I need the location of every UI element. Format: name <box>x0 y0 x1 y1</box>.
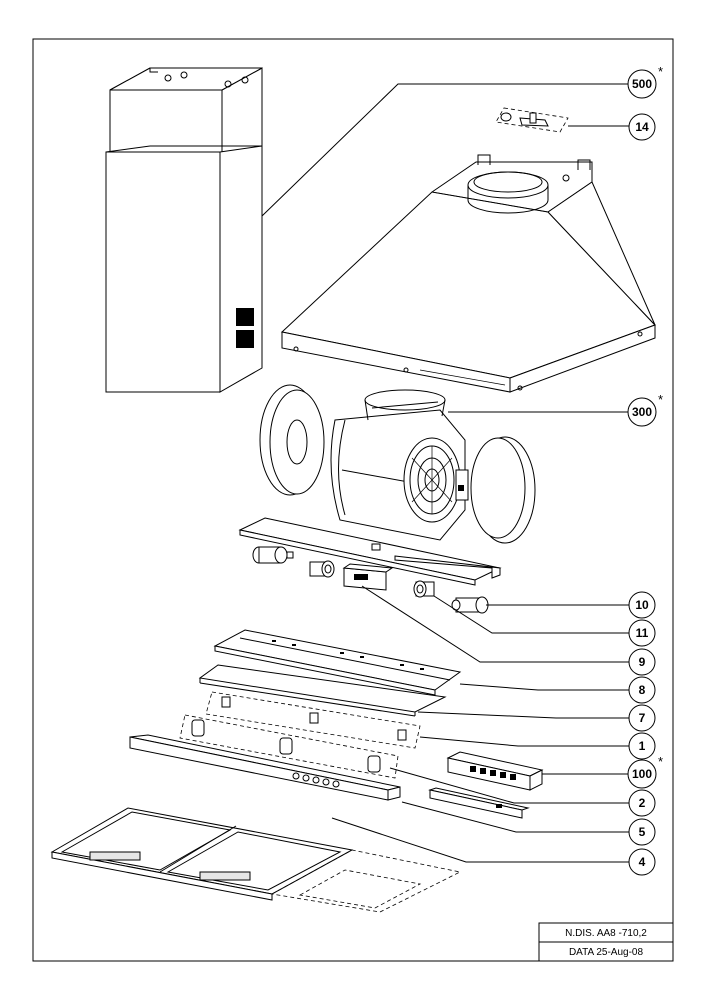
knob-left <box>252 546 294 564</box>
svg-text:300: 300 <box>632 405 652 419</box>
grease-filters-part-4 <box>50 807 462 913</box>
svg-text:*: * <box>658 754 663 769</box>
callout-9: 9 <box>628 648 656 676</box>
callout-500: 500 * <box>627 64 663 99</box>
electronic-module-part-100 <box>446 751 544 791</box>
callout-10: 10 <box>628 591 656 619</box>
callout-2: 2 <box>628 789 656 817</box>
callout-8: 8 <box>628 676 656 704</box>
blower-motor-part-300 <box>259 384 536 544</box>
svg-text:2: 2 <box>639 796 646 810</box>
rail-holes <box>272 640 424 670</box>
knob-part-10 <box>451 596 489 614</box>
lamp-clips-part-2 <box>179 714 399 779</box>
hood-canopy <box>280 154 656 393</box>
svg-text:10: 10 <box>635 598 649 612</box>
callout-300: 300 * <box>627 392 663 427</box>
svg-text:14: 14 <box>635 120 649 134</box>
callout-11: 11 <box>628 619 656 647</box>
lamp-holders-part-1 <box>205 691 421 749</box>
chimney-part-500 <box>105 67 263 393</box>
svg-text:100: 100 <box>632 767 652 781</box>
drawing-date: DATA 25-Aug-08 <box>569 947 644 958</box>
chimney-vent-grille <box>236 308 254 348</box>
callout-14: 14 <box>628 113 656 141</box>
callout-7: 7 <box>628 704 656 732</box>
drawing-number: N.DIS. AA8 -710,2 <box>565 928 647 939</box>
control-panel-part-5 <box>129 734 401 801</box>
title-block: N.DIS. AA8 -710,2 DATA 25-Aug-08 <box>538 922 674 962</box>
frame-rail-part-8 <box>213 629 462 696</box>
callout-1: 1 <box>628 732 656 760</box>
switch-part-11 <box>413 580 435 598</box>
svg-text:4: 4 <box>639 855 646 869</box>
bracket-part-14 <box>495 107 569 133</box>
terminal-block <box>470 766 516 780</box>
svg-text:1: 1 <box>639 739 646 753</box>
svg-text:*: * <box>658 392 663 407</box>
svg-text:5: 5 <box>639 825 646 839</box>
svg-text:500: 500 <box>632 77 652 91</box>
glass-panel-part-7 <box>198 664 447 717</box>
sheet-border <box>32 38 674 962</box>
lamp-holder <box>221 696 407 741</box>
callout-5: 5 <box>628 818 656 846</box>
svg-text:11: 11 <box>636 626 649 640</box>
svg-text:7: 7 <box>639 711 646 725</box>
knob-cap-left <box>309 560 335 578</box>
callout-100: 100 * <box>627 754 663 789</box>
switch-block-part-9 <box>342 563 394 591</box>
leader-lines <box>261 83 630 863</box>
callout-4: 4 <box>628 848 656 876</box>
cable-bracket <box>428 787 530 819</box>
svg-text:8: 8 <box>639 683 646 697</box>
svg-text:9: 9 <box>639 655 646 669</box>
svg-text:*: * <box>658 64 663 79</box>
support-plate <box>238 517 502 586</box>
control-buttons <box>292 772 340 788</box>
